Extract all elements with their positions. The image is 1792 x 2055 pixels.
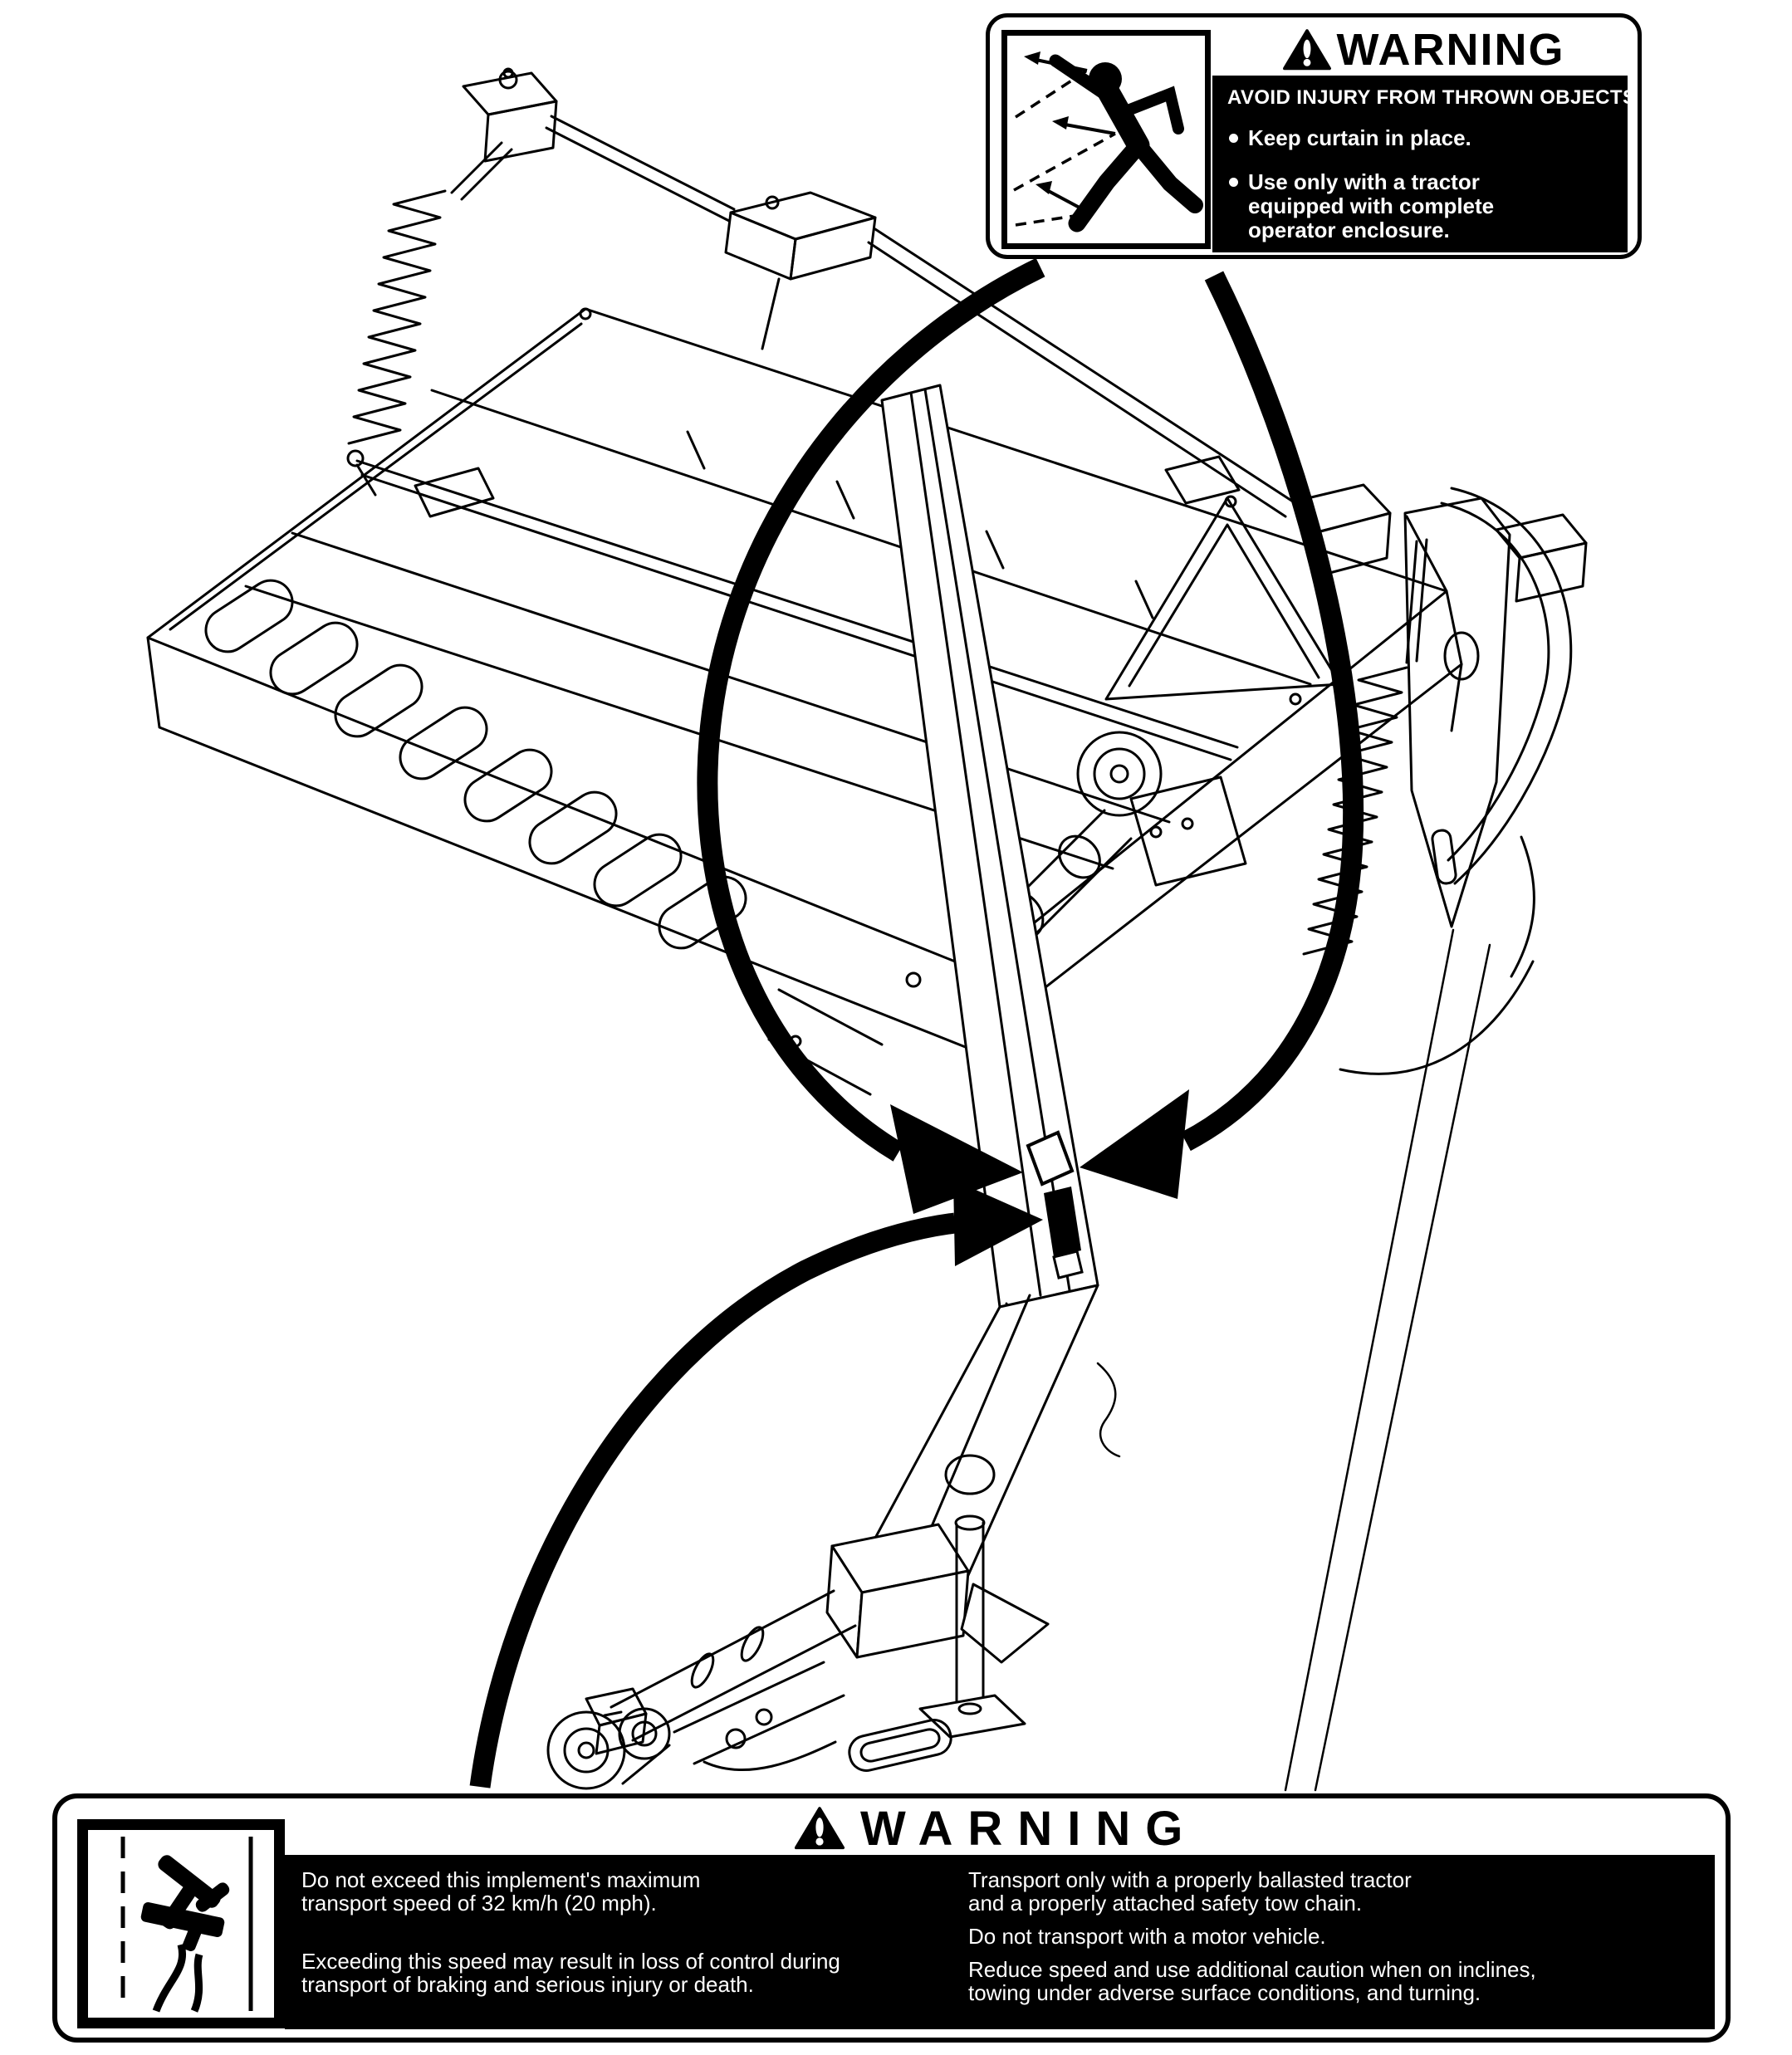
bullet-dot-icon	[1229, 134, 1238, 143]
bottom-label-right-column: Transport only with a properly ballasted…	[968, 1867, 1536, 2005]
callout-arrows	[469, 257, 1364, 1788]
decal-location-upper	[1026, 1130, 1075, 1187]
arrow-from-top-label-right	[1181, 271, 1364, 1152]
bottom-label-signal-word: WARNING	[860, 1801, 1198, 1856]
transport-speed-warning-label: WARNING Do not exceed this implement's m…	[52, 1793, 1731, 2043]
top-label-heading: AVOID INJURY FROM THROWN OBJECTS	[1227, 86, 1637, 109]
bottom-label-message-panel: Do not exceed this implement's maximum t…	[285, 1855, 1715, 2029]
decal-location-lower	[1044, 1187, 1084, 1279]
top-label-message-panel: AVOID INJURY FROM THROWN OBJECTS Keep cu…	[1212, 76, 1637, 252]
arrow-from-top-label-left	[697, 257, 1045, 1162]
warning-triangle-icon	[794, 1807, 845, 1850]
top-label-signal-word: WARNING	[1336, 25, 1565, 75]
walkboard-slots	[204, 579, 747, 950]
top-label-signal-row: WARNING	[1212, 24, 1634, 76]
top-label-bullet-2: Use only with a tractor equipped with co…	[1227, 170, 1613, 242]
bottom-label-left-column: Do not exceed this implement's maximum t…	[301, 1867, 840, 1997]
arrow-from-bottom-label	[469, 1212, 957, 1788]
swerving-implement-pictogram-icon	[77, 1819, 285, 2028]
bullet-dot-icon	[1229, 178, 1238, 187]
top-label-bullet-1: Keep curtain in place.	[1227, 126, 1613, 150]
thrown-objects-pictogram-icon	[1001, 30, 1211, 249]
thrown-objects-warning-label: WARNING AVOID INJURY FROM THROWN OBJECTS…	[986, 13, 1642, 259]
warning-triangle-icon	[1282, 29, 1331, 71]
bottom-label-signal-row: WARNING	[794, 1802, 1197, 1856]
